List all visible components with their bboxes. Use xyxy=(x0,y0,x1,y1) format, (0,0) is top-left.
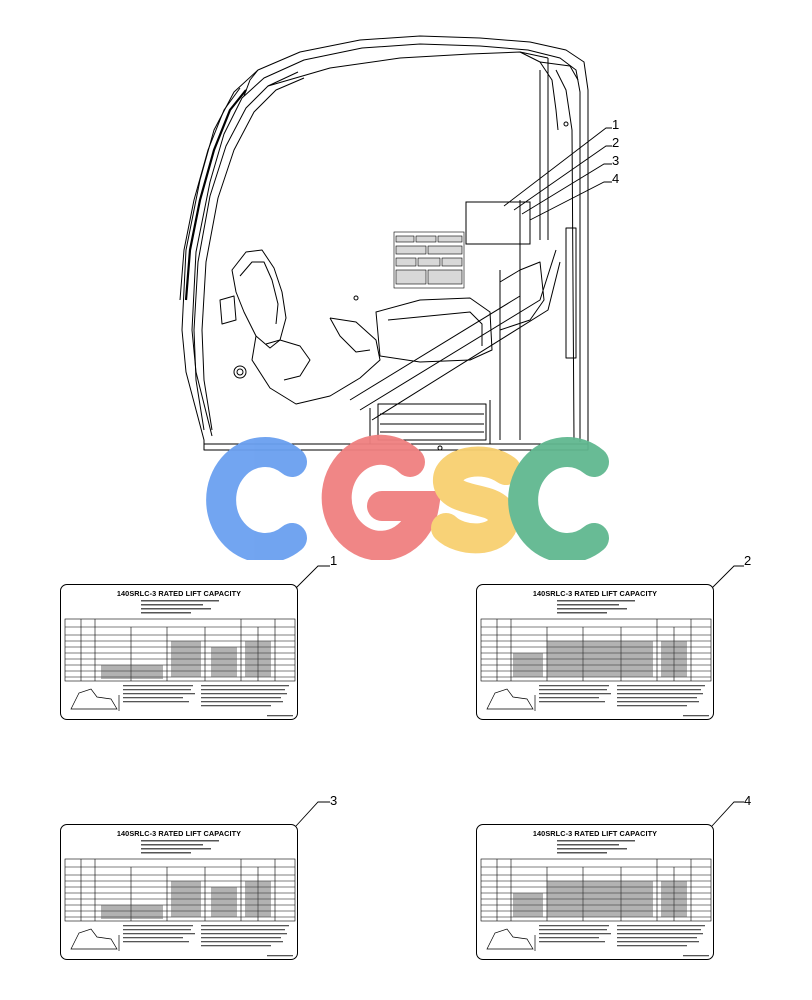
cab-interior-drawing xyxy=(179,35,612,451)
watermark-letter-c1 xyxy=(206,437,307,560)
leader-line-4 xyxy=(529,181,612,221)
callout-3: 3 xyxy=(612,153,620,168)
decal-number-4: 4 xyxy=(744,793,752,808)
decal-body-graphic xyxy=(480,840,712,957)
decal-number-3: 3 xyxy=(330,793,338,808)
decal-title: 140SRLC-3 RATED LIFT CAPACITY xyxy=(532,589,658,598)
decal-number-1: 1 xyxy=(330,553,338,568)
decal-location-box xyxy=(465,201,531,245)
callout-4: 4 xyxy=(612,171,620,186)
decal-title: 140SRLC-3 RATED LIFT CAPACITY xyxy=(116,589,242,598)
decal-title: 140SRLC-3 RATED LIFT CAPACITY xyxy=(532,829,658,838)
watermark-letter-c2 xyxy=(508,437,609,560)
callout-2: 2 xyxy=(612,135,620,150)
callout-1: 1 xyxy=(612,117,620,132)
back-wall-decals xyxy=(393,231,465,289)
leader-line-3 xyxy=(521,163,612,215)
lift-capacity-decal-2: 140SRLC-3 RATED LIFT CAPACITY xyxy=(476,584,714,720)
lift-capacity-decal-4: 140SRLC-3 RATED LIFT CAPACITY xyxy=(476,824,714,960)
lift-capacity-decal-1: 140SRLC-3 RATED LIFT CAPACITY xyxy=(60,584,298,720)
cgsc-watermark xyxy=(206,434,609,560)
decal-body-graphic xyxy=(480,600,712,717)
decal-number-2: 2 xyxy=(744,553,752,568)
leader-line-1 xyxy=(503,127,612,207)
leader-line-2 xyxy=(513,145,612,211)
decal-title: 140SRLC-3 RATED LIFT CAPACITY xyxy=(116,829,242,838)
decal-body-graphic xyxy=(64,840,296,957)
lift-capacity-decal-3: 140SRLC-3 RATED LIFT CAPACITY xyxy=(60,824,298,960)
watermark-letter-g xyxy=(321,434,442,560)
decal-body-graphic xyxy=(64,600,296,717)
watermark-letter-s xyxy=(431,446,521,554)
